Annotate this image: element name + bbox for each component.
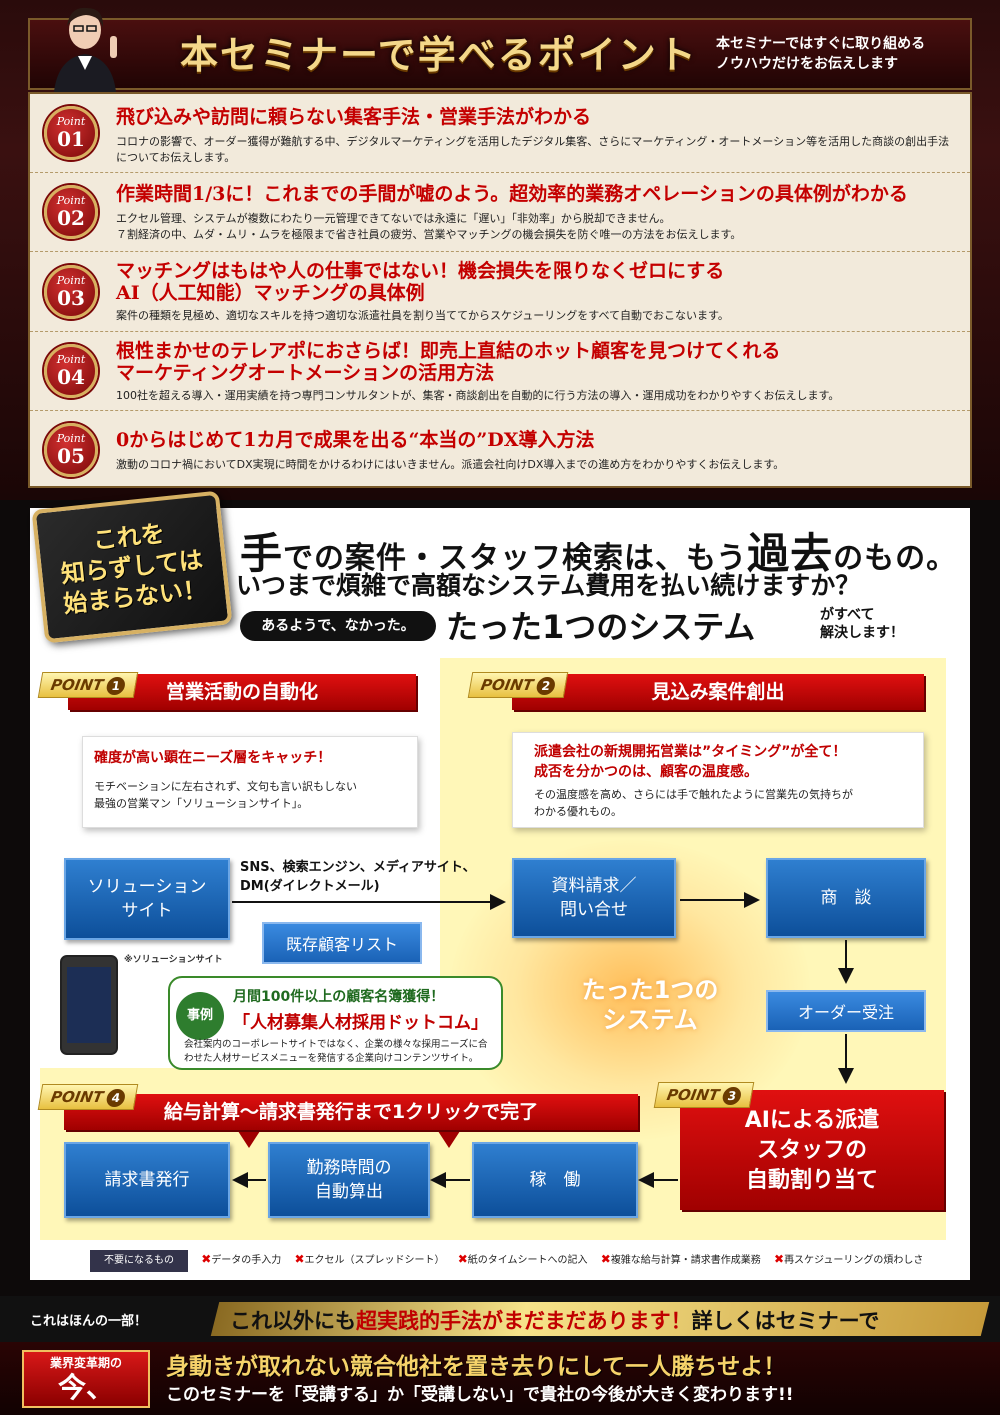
- point1-note: [82, 736, 418, 828]
- work-box: 稼 働: [472, 1142, 638, 1218]
- point-title-line2: マーケティングオートメーションの活用方法: [116, 362, 495, 384]
- page-title: 本セミナーで学べるポイント: [180, 32, 698, 77]
- bottom-note: これはほんの一部！: [30, 1314, 148, 1329]
- existing-customers-box: 既存顧客リスト: [262, 922, 422, 964]
- header-subtitle-line: 本セミナーではすぐに取り組める: [716, 36, 926, 52]
- meeting-box: 商 談: [766, 858, 926, 938]
- point1-note-text: モチベーションに左右されず、文句も言い訳もしない 最強の営業マン「ソリューション…: [94, 780, 358, 810]
- headline-3: たった1つのシステム: [446, 608, 756, 646]
- header-subtitle-line: ノウハウだけをお伝えします: [716, 56, 898, 72]
- point4-title-bar: 給与計算〜請求書発行まで1クリックで完了: [64, 1094, 638, 1130]
- point-title: 飛び込みや訪問に頼らない集客手法・営業手法がわかる: [116, 106, 592, 128]
- gold-band-text: これ以外にも超実践的手法がまだまだあります！詳しくはセミナーで: [230, 1308, 880, 1333]
- invoice-box: 請求書発行: [64, 1142, 230, 1218]
- case-bubble: [168, 976, 503, 1070]
- point-title: 作業時間1/3に！これまでの手間が嘘のよう。超効率的業務オペレーションの具体例が…: [116, 183, 908, 205]
- point-description: コロナの影響で、オーダー獲得が難航する中、デジタルマーケティングを活用したデジタ…: [116, 135, 950, 164]
- section-header: [28, 18, 972, 90]
- point2-note-text: その温度感を高め、さらには手で触れたように営業先の気持ちが わかる優れもの。: [534, 788, 853, 818]
- case-badge: 事例: [176, 992, 224, 1040]
- point2-note: [512, 732, 924, 828]
- point-description: 案件の種類を見極め、適切なスキルを持つ適切な派遣社員を割り当ててからスケジューリ…: [116, 309, 729, 322]
- case-heading: 月間100件以上の顧客名簿獲得！: [233, 989, 445, 1005]
- point-description: 100社を超える導入・運用実績を持つ専門コンサルタントが、集客・商談創出を自動的…: [116, 389, 840, 402]
- point-title-line2: AI（人工知能）マッチングの具体例: [116, 282, 425, 304]
- not-needed-bar: 不要になるもの ✖データの手入力 ✖エクセル（スプレッドシート） ✖紙のタイムシ…: [90, 1248, 960, 1272]
- not-needed-item: ✖エクセル（スプレッドシート）: [294, 1252, 445, 1266]
- attendance-box: 勤務時間の自動算出: [268, 1142, 430, 1218]
- case-site-name: 「人材募集人材採用ドットコム」: [233, 1013, 488, 1033]
- now-badge: 業界変革期の今、: [22, 1350, 150, 1408]
- headline-pill: あるようで、なかった。: [240, 611, 436, 641]
- not-needed-item: ✖紙のタイムシートへの記入: [457, 1252, 588, 1266]
- not-needed-item: ✖再スケジューリングの煩わしさ: [774, 1252, 924, 1266]
- not-needed-item: ✖データの手入力: [201, 1252, 282, 1266]
- glow-text: たった1つの システム: [581, 976, 719, 1034]
- order-box: オーダー受注: [766, 990, 926, 1032]
- headline-1: 手での案件・スタッフ検索は、もう過去のもの。: [240, 529, 958, 578]
- cross-icon: ✖: [457, 1252, 468, 1266]
- headline-2: いつまで煩雑で高額なシステム費用を払い続けますか？: [236, 571, 861, 600]
- case-description: 会社案内のコーポレートサイトではなく、企業の様々な採用ニーズに合わせた人材サービ…: [184, 1039, 488, 1064]
- header-subtitle: 本セミナーではすぐに取り組める ノウハウだけをお伝えします: [716, 34, 966, 74]
- point-description: エクセル管理、システムが複数にわたり一元管理できてないでは永遠に「遅い」「非効率…: [116, 212, 742, 241]
- callout-badge: これを 知らずしては 始まらない！: [31, 490, 233, 644]
- not-needed-item: ✖複雑な給与計算・請求書作成業務: [600, 1252, 761, 1266]
- point-description: 激動のコロナ禍においてDX実現に時間をかけるわけにはいきません。派遣会社向けDX…: [116, 458, 785, 471]
- cross-icon: ✖: [774, 1252, 785, 1266]
- point3-box: AIによる派遣 スタッフの 自動割り当て: [680, 1090, 944, 1210]
- phone-illustration: [60, 955, 118, 1055]
- point2-note-heading: 派遣会社の新規開拓営業は”タイミング”が全て！ 成否を分かつのは、顧客の温度感。: [534, 744, 847, 780]
- point-title: 根性まかせのテレアポにおさらば！即売上直結のホット顧客を見つけてくれる: [116, 340, 781, 362]
- point-title: マッチングはもはや人の仕事ではない！機会損失を限りなくゼロにする: [116, 260, 725, 282]
- cross-icon: ✖: [201, 1252, 212, 1266]
- cta-line-1: 身動きが取れない競合他社を置き去りにして一人勝ちせよ！: [166, 1354, 787, 1380]
- channel-text: SNS、検索エンジン、メディアサイト、 DM(ダイレクトメール): [240, 860, 476, 894]
- point2-title-bar: 見込み案件創出: [512, 674, 924, 710]
- bottom-cta: [0, 1342, 1000, 1415]
- point-title: 0からはじめて1カ月で成果を出る“本当の”DX導入方法: [116, 429, 595, 451]
- not-needed-label: 不要になるもの: [90, 1250, 188, 1272]
- cross-icon: ✖: [600, 1252, 611, 1266]
- solution-site-box: ソリューションサイト: [64, 858, 230, 940]
- solution-site-caption: ※ソリューションサイト: [124, 955, 223, 965]
- cta-line-2: このセミナーを「受講する」か「受講しない」で貴社の今後が大きく変わります!!: [166, 1385, 794, 1405]
- request-box: 資料請求／問い合せ: [512, 858, 676, 938]
- cross-icon: ✖: [294, 1252, 305, 1266]
- presenter-illustration: [54, 7, 117, 92]
- headline-3-side: がすべて 解決します！: [820, 607, 904, 641]
- point1-note-heading: 確度が高い顕在ニーズ層をキャッチ！: [94, 750, 332, 766]
